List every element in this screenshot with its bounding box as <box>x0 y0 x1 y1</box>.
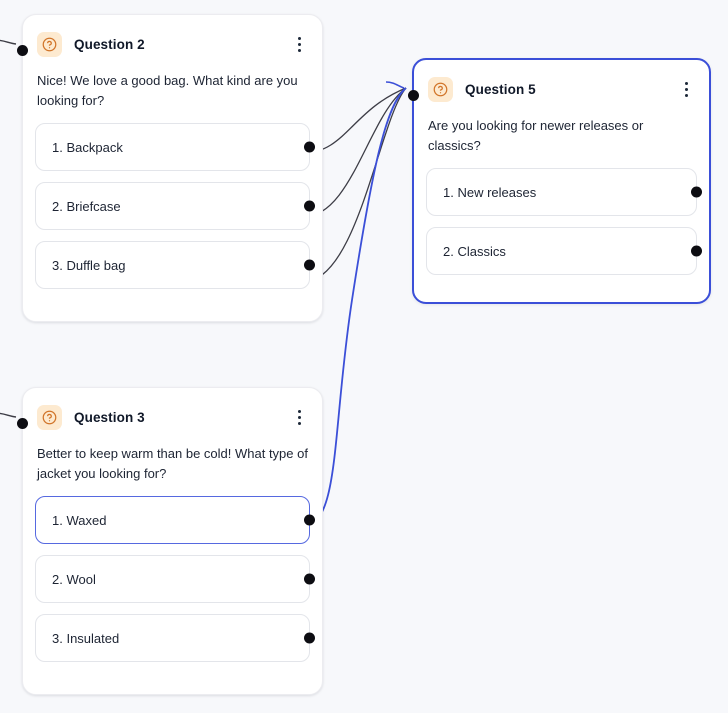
node-header: Question 5 <box>414 60 709 104</box>
option-row[interactable]: 3. Duffle bag <box>35 241 315 289</box>
node-prompt: Are you looking for newer releases or cl… <box>428 118 644 153</box>
node-prompt: Nice! We love a good bag. What kind are … <box>37 73 298 108</box>
option-output-handle[interactable] <box>304 573 315 585</box>
option-label: 3. Duffle bag <box>52 257 126 273</box>
option-row[interactable]: 1. New releases <box>426 168 702 216</box>
node-input-handle[interactable] <box>17 418 28 429</box>
option-list: 1. Waxed 2. Wool 3. Insulated <box>23 484 322 676</box>
question-circle-icon <box>428 76 453 102</box>
option-output-handle[interactable] <box>304 514 315 526</box>
option-label: 1. New releases <box>443 184 537 200</box>
option-output-handle[interactable] <box>304 259 315 271</box>
question-circle-icon <box>37 404 62 430</box>
node-input-handle[interactable] <box>408 90 419 101</box>
node-question-5[interactable]: Question 5 Are you looking for newer rel… <box>408 58 711 304</box>
node-title: Question 5 <box>465 81 536 97</box>
edge-incoming-q3 <box>0 412 17 418</box>
option-output-handle[interactable] <box>691 245 702 257</box>
node-header: Question 2 <box>23 15 322 59</box>
node-question-3[interactable]: Question 3 Better to keep warm than be c… <box>17 387 323 695</box>
option-label: 2. Wool <box>52 571 96 587</box>
option-output-handle[interactable] <box>691 186 702 198</box>
node-title: Question 2 <box>74 36 145 52</box>
option-row[interactable]: 2. Briefcase <box>35 182 315 230</box>
option-label: 2. Classics <box>443 243 506 259</box>
option-row[interactable]: 3. Insulated <box>35 614 315 662</box>
question-circle-icon <box>37 31 62 57</box>
node-title: Question 3 <box>74 409 145 425</box>
option-label: 1. Waxed <box>52 512 107 528</box>
option-label: 1. Backpack <box>52 139 123 155</box>
option-label: 2. Briefcase <box>52 198 121 214</box>
option-output-handle[interactable] <box>304 141 315 153</box>
option-list: 1. New releases 2. Classics <box>414 156 709 289</box>
edge-incoming-q2 <box>0 39 17 45</box>
option-list: 1. Backpack 2. Briefcase 3. Duffle bag <box>23 111 322 303</box>
option-row[interactable]: 1. Backpack <box>35 123 315 171</box>
node-prompt: Better to keep warm than be cold! What t… <box>37 446 308 481</box>
node-header: Question 3 <box>23 388 322 432</box>
more-vertical-icon[interactable] <box>677 78 695 100</box>
node-input-handle[interactable] <box>17 45 28 56</box>
option-row[interactable]: 2. Wool <box>35 555 315 603</box>
more-vertical-icon[interactable] <box>290 33 308 55</box>
option-output-handle[interactable] <box>304 200 315 212</box>
edge-incoming-q5 <box>385 81 405 89</box>
more-vertical-icon[interactable] <box>290 406 308 428</box>
option-label: 3. Insulated <box>52 630 120 646</box>
option-row[interactable]: 2. Classics <box>426 227 702 275</box>
option-output-handle[interactable] <box>304 632 315 644</box>
option-row[interactable]: 1. Waxed <box>35 496 315 544</box>
node-question-2[interactable]: Question 2 Nice! We love a good bag. Wha… <box>17 14 323 322</box>
